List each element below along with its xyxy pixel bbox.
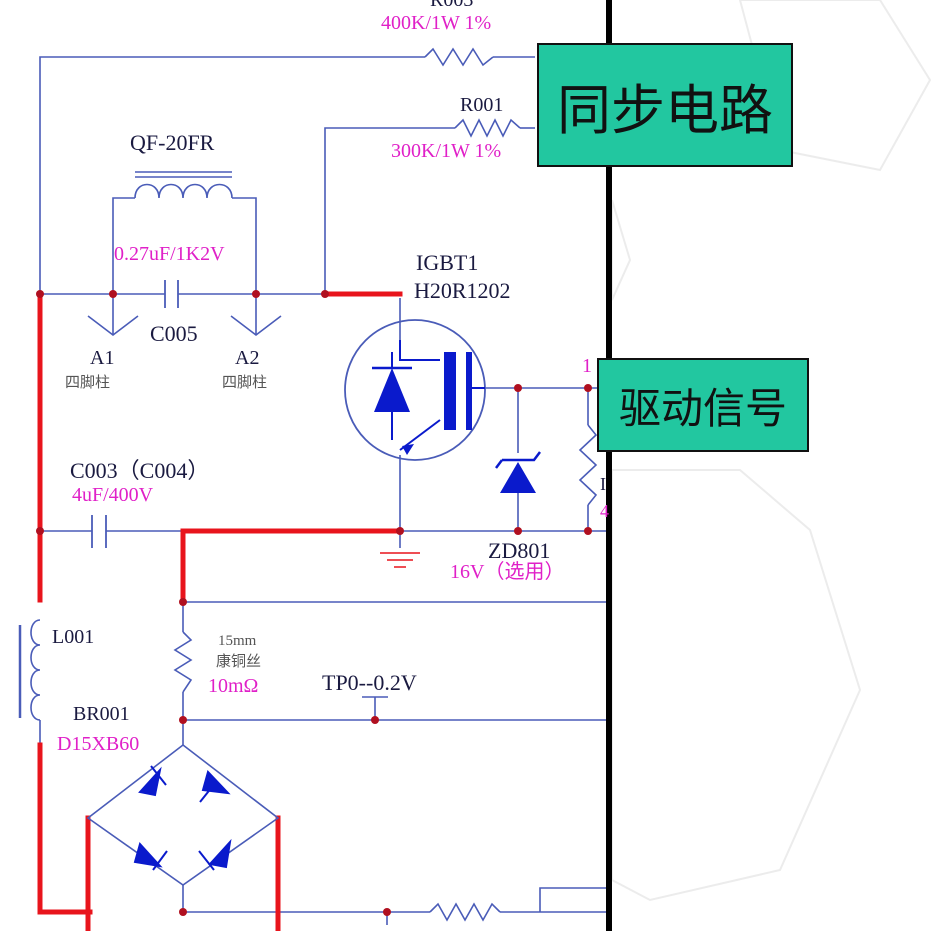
shunt-value: 10mΩ — [208, 675, 259, 697]
cut-off-label-4: 4 — [600, 501, 609, 521]
igbt-label: IGBT1 — [416, 250, 479, 275]
junction-dots — [36, 290, 592, 916]
a2-label: A2 — [235, 347, 260, 369]
br001-part: D15XB60 — [57, 733, 140, 755]
zd801-label: ZD801 — [488, 538, 551, 563]
br001-label: BR001 — [73, 703, 130, 725]
a2-sublabel: 四脚柱 — [222, 375, 268, 391]
ground-symbol — [380, 552, 420, 568]
r003-label: R003 — [430, 0, 474, 11]
inductor-l001 — [18, 619, 41, 721]
testpoint-tp0 — [362, 696, 388, 713]
sync-circuit-callout: 同步电路 — [537, 43, 793, 167]
resistor-r001 — [454, 118, 521, 138]
resistor-bottom — [429, 902, 501, 922]
bridge-rectifier-br001 — [86, 743, 280, 886]
cut-off-label-r: I — [600, 474, 606, 494]
tp0-label: TP0--0.2V — [322, 670, 417, 695]
sync-circuit-text: 同步电路 — [557, 78, 773, 142]
shunt-length: 15mm — [218, 633, 257, 649]
terminal-posts — [87, 294, 282, 337]
a1-label: A1 — [90, 347, 115, 369]
zd801-value: 16V（选用） — [450, 561, 565, 583]
r001-label: R001 — [460, 94, 504, 116]
igbt-part: H20R1202 — [414, 278, 511, 303]
l001-label: L001 — [52, 626, 95, 648]
igbt-symbol — [344, 319, 486, 461]
qf20fr-label: QF-20FR — [130, 130, 215, 155]
resistor-r003 — [424, 47, 494, 67]
resistor-symbols — [173, 47, 598, 922]
c005-value: 0.27uF/1K2V — [114, 243, 225, 265]
drive-signal-callout: 驱动信号 — [597, 358, 809, 452]
resistor-gate — [578, 424, 598, 506]
slide-divider — [606, 0, 612, 931]
shunt-material: 康铜丝 — [216, 654, 262, 670]
r001-value: 300K/1W 1% — [391, 140, 502, 162]
c003-value: 4uF/400V — [72, 484, 154, 506]
c003-label: C003（C004） — [70, 458, 210, 483]
r003-value: 400K/1W 1% — [381, 12, 492, 34]
power-traces — [37, 291, 403, 931]
capacitor-symbols — [91, 280, 179, 548]
drive-signal-text: 驱动信号 — [618, 383, 787, 433]
inductor-qf20fr — [134, 171, 233, 199]
cut-off-label-1: 1 — [582, 355, 592, 377]
c005-label: C005 — [150, 321, 198, 346]
resistor-shunt — [173, 631, 193, 693]
zener-zd801 — [495, 451, 541, 493]
a1-sublabel: 四脚柱 — [65, 375, 111, 391]
